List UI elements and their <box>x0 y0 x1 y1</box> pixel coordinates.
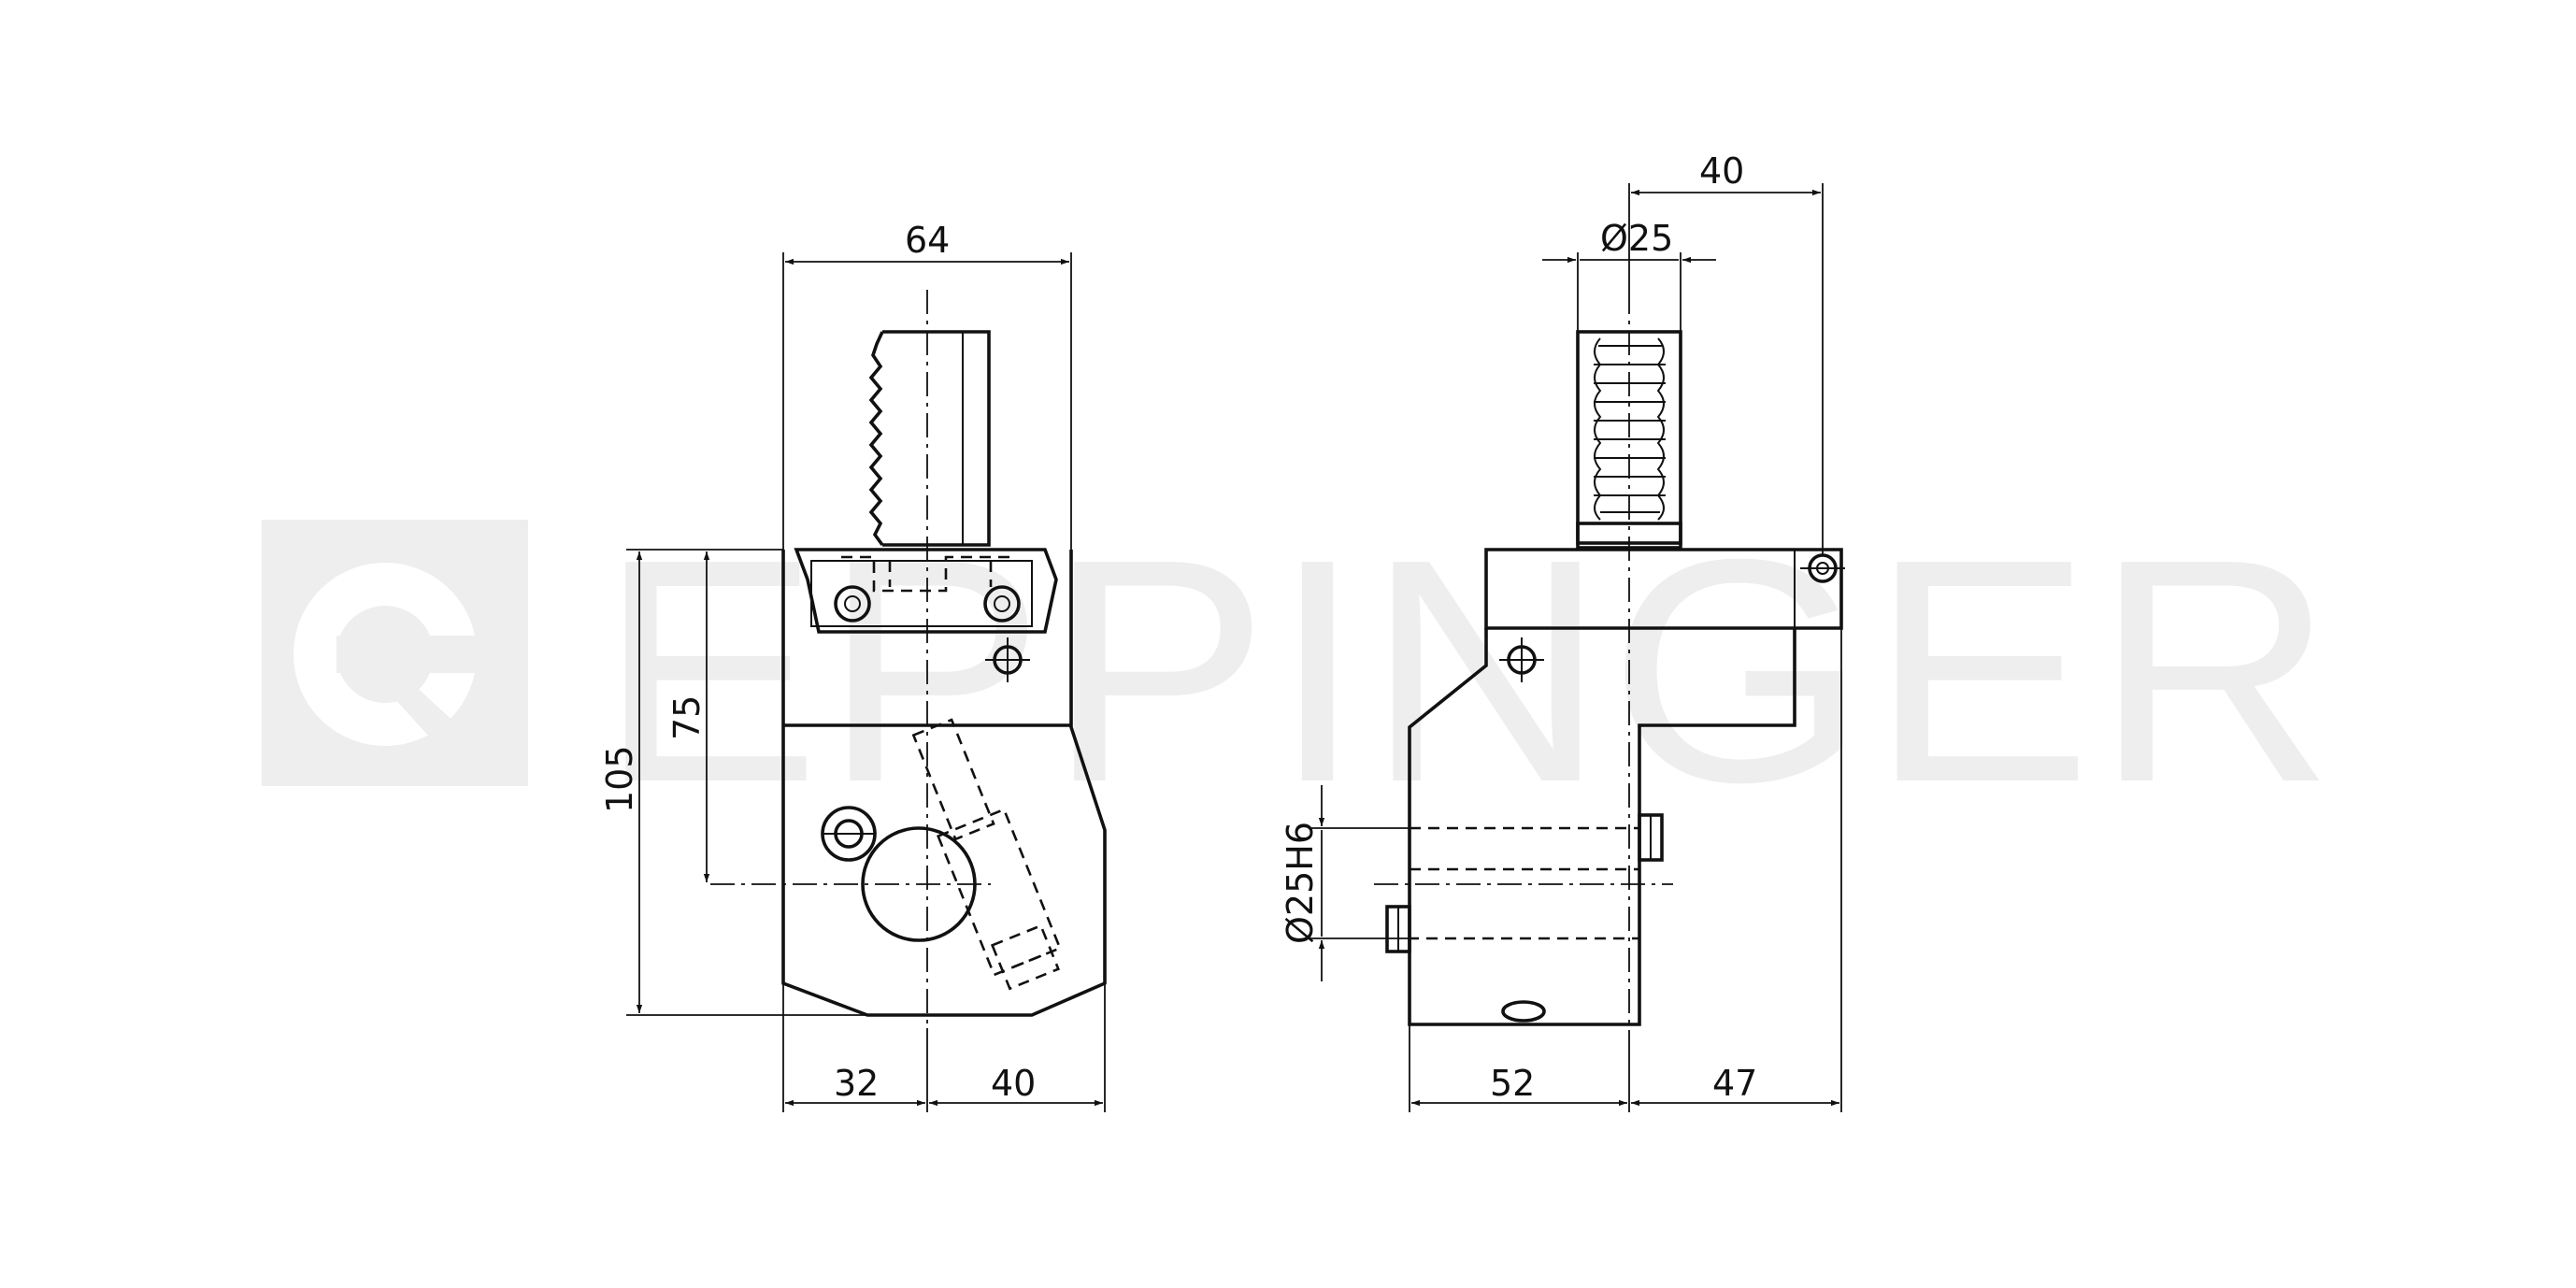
dim-right-offset: 40 <box>991 1063 1036 1104</box>
dim-width-total: 64 <box>905 220 950 261</box>
front-shank <box>868 330 991 547</box>
dim-height-center: 75 <box>666 695 708 740</box>
side-bottom-slot <box>1501 1000 1546 1023</box>
front-locking-screw <box>911 718 1062 991</box>
dim-axis-offset: 40 <box>1699 150 1744 192</box>
front-clamp-head <box>794 548 1058 634</box>
clamp-screw-left <box>834 585 871 623</box>
watermark: EPPINGER <box>262 494 2337 849</box>
dim-height-total: 105 <box>599 745 640 813</box>
front-body-outline <box>781 550 1107 1017</box>
side-dimensions: Ø25 40 Ø25H6 52 47 <box>1280 150 1842 1112</box>
watermark-brand-text: EPPINGER <box>598 494 2337 849</box>
dim-left-offset: 32 <box>834 1063 879 1104</box>
dim-bore-diameter: Ø25H6 <box>1280 822 1321 944</box>
clamp-screw-right <box>983 585 1021 623</box>
dim-base-left: 52 <box>1490 1063 1535 1104</box>
front-dimensions: 64 105 75 32 40 <box>599 220 1106 1112</box>
side-body-outline <box>1408 628 1796 1026</box>
front-view <box>710 290 1107 1028</box>
dim-base-right: 47 <box>1712 1063 1757 1104</box>
watermark-logo-icon <box>293 563 477 748</box>
side-bore-hidden <box>1408 826 1641 940</box>
dim-shank-diameter: Ø25 <box>1600 218 1673 259</box>
